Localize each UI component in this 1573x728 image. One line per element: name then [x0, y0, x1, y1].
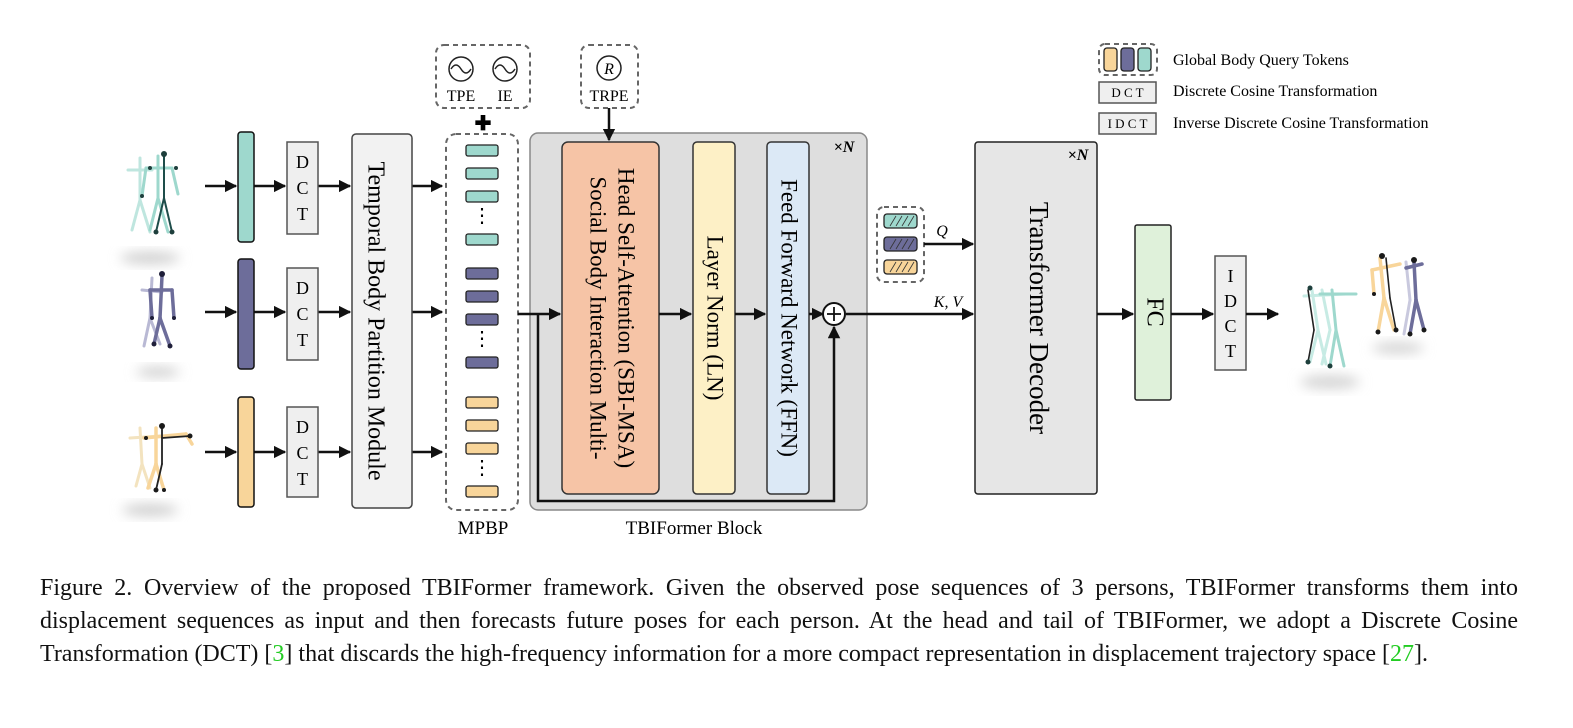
token-navy: [465, 267, 499, 280]
caption-text: ].: [1413, 641, 1428, 667]
dct-letter: C: [296, 304, 308, 324]
output-poses: [1300, 253, 1427, 389]
sbi-msa-label-line1: Social Body Interaction Multi-: [586, 177, 611, 460]
dct-letter: D: [296, 278, 309, 298]
input-feature-bar-2: [237, 258, 255, 370]
residual-add-icon: [822, 302, 846, 326]
dct-box-3: D C T: [286, 406, 319, 498]
tpe-label: TPE: [447, 88, 475, 105]
dct-letter: T: [297, 469, 308, 489]
citation-link[interactable]: 3: [272, 641, 285, 667]
legend-dct-box: [1098, 81, 1157, 104]
kv-label: K, V: [933, 294, 965, 311]
dct-letter: D: [296, 417, 309, 437]
decoder-label: Transformer Decoder: [1024, 202, 1054, 434]
legend-dct-box-text: D C T: [1111, 85, 1143, 100]
block-arrows: [518, 307, 975, 503]
token-teal: [465, 190, 499, 203]
ie-label: IE: [497, 88, 512, 105]
ie-icon: [492, 56, 518, 82]
token-teal: [465, 167, 499, 180]
legend-query-tokens-text: Global Body Query Tokens: [1173, 52, 1349, 69]
block-label: TBIFormer Block: [626, 518, 763, 539]
legend-dct-text: Discrete Cosine Transformation: [1173, 83, 1377, 100]
idct-letter: T: [1225, 341, 1236, 361]
ellipsis: ⋮: [472, 457, 492, 479]
fc-layer: FC: [1134, 224, 1172, 401]
token-navy: [465, 356, 499, 369]
plus-icon: ✚: [475, 113, 492, 135]
token-navy: [465, 290, 499, 303]
sbi-msa-module: Social Body Interaction Multi- Head Self…: [561, 141, 660, 495]
tbpm-label: Temporal Body Partition Module: [362, 162, 388, 481]
mpbp-container: [445, 133, 519, 511]
idct-box: I D C T: [1214, 255, 1247, 371]
dct-box-2: D C T: [286, 267, 319, 361]
token-teal: [465, 233, 499, 246]
dct-letter: C: [296, 178, 308, 198]
trpe-box: R TRPE: [580, 44, 639, 109]
ln-label: Layer Norm (LN): [703, 236, 728, 401]
trpe-symbol: R: [603, 61, 614, 78]
input-pose-person-3: [122, 423, 194, 516]
legend-query-token-icon: [1098, 43, 1158, 76]
dct-box-1: D C T: [286, 141, 319, 235]
idct-letter: D: [1224, 291, 1237, 311]
trpe-label: TRPE: [589, 88, 628, 105]
ellipsis: ⋮: [472, 205, 492, 227]
ellipsis: ⋮: [472, 328, 492, 350]
framework-diagram: D C T D C T D C T Temporal Body Partitio…: [120, 43, 1429, 539]
ffn-label: Feed Forward Network (FFN): [777, 179, 802, 457]
token-orange: [465, 442, 499, 455]
caption-text: ] that discards the high-frequency infor…: [284, 641, 1390, 667]
dct-letter: C: [296, 443, 308, 463]
input-pose-person-2: [136, 271, 180, 377]
fc-label: FC: [1141, 297, 1167, 326]
ffn-module: Feed Forward Network (FFN): [766, 141, 810, 495]
transformer-decoder: ×N Transformer Decoder: [974, 141, 1098, 495]
token-orange: [465, 419, 499, 432]
legend-idct-box: [1098, 112, 1157, 135]
input-feature-bar-1: [237, 131, 255, 243]
token-orange: [465, 396, 499, 409]
mpbp-label: MPBP: [458, 518, 509, 539]
dct-letter: T: [297, 330, 308, 350]
legend: Global Body Query Tokens D C T Discrete …: [1098, 43, 1429, 135]
figure-caption: Figure 2. Overview of the proposed TBIFo…: [40, 572, 1518, 671]
citation-link[interactable]: 27: [1389, 641, 1414, 667]
block-repeat-label: ×N: [834, 139, 856, 156]
query-token-group: [876, 206, 925, 283]
q-label: Q: [936, 223, 948, 240]
idct-letter: C: [1224, 316, 1236, 336]
input-feature-bar-3: [237, 396, 255, 508]
idct-letter: I: [1228, 266, 1234, 286]
sbi-msa-label-line2: Head Self-Attention (SBI-MSA): [614, 168, 639, 468]
token-orange: [465, 485, 499, 498]
legend-idct-text: Inverse Discrete Cosine Transformation: [1173, 115, 1429, 132]
token-teal: [465, 144, 499, 157]
input-pose-person-1: [120, 151, 180, 264]
caption-text: Figure 2. Overview of the proposed TBIFo…: [40, 575, 1518, 667]
decoder-repeat-label: ×N: [1068, 147, 1090, 164]
dct-letter: D: [296, 152, 309, 172]
layer-norm-module: Layer Norm (LN): [692, 141, 736, 495]
mpbp-tokens: [465, 144, 499, 498]
temporal-body-partition-module: Temporal Body Partition Module: [351, 133, 413, 509]
positional-encoding-box: TPE IE: [435, 44, 531, 109]
dct-letter: T: [297, 204, 308, 224]
tpe-icon: [448, 56, 474, 82]
input-arrows: [205, 179, 444, 459]
legend-idct-box-text: I D C T: [1108, 116, 1148, 131]
trpe-icon: [596, 55, 622, 81]
token-navy: [465, 313, 499, 326]
